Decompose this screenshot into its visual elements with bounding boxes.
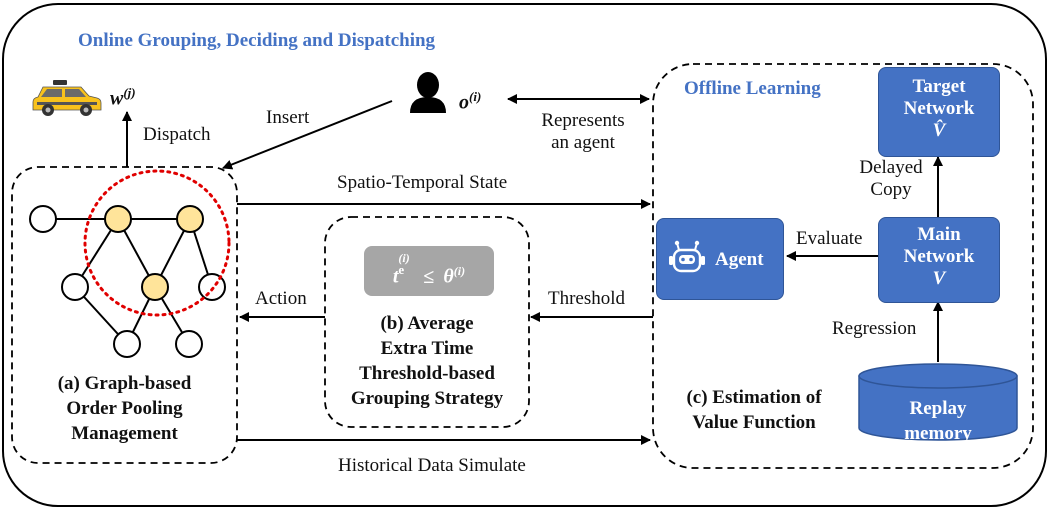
main-line-1: Main xyxy=(917,224,961,245)
online-section-title: Online Grouping, Deciding and Dispatchin… xyxy=(78,30,436,51)
formula-operator: ≤ xyxy=(423,265,435,288)
represents-label: Represents an agent xyxy=(528,110,638,154)
formula-theta: θ xyxy=(443,265,454,288)
module-b-line-4: Grouping Strategy xyxy=(350,388,504,409)
offline-frame xyxy=(652,63,1034,469)
module-a-frame xyxy=(11,166,238,464)
module-a-line-1: (a) Graph-based xyxy=(57,373,192,394)
insert-arrow xyxy=(222,100,393,170)
module-a-line-3: Management xyxy=(71,423,178,444)
threshold-formula: t(i)e ≤ θ(i) xyxy=(364,246,494,296)
module-b-line-2: Extra Time xyxy=(380,338,474,359)
main-line-2: Network xyxy=(903,246,975,267)
replay-line-2: memory xyxy=(904,423,972,444)
main-network-box: Main Network V xyxy=(878,217,1000,303)
target-line-1: Target xyxy=(912,76,966,97)
offline-section-title: Offline Learning xyxy=(684,78,821,99)
graph-node xyxy=(61,273,89,301)
threshold-label: Threshold xyxy=(548,288,626,309)
historical-label: Historical Data Simulate xyxy=(338,455,526,476)
module-b-caption: (b) Average Extra Time Threshold-based G… xyxy=(325,311,529,411)
formula-t: t xyxy=(392,265,399,288)
module-b-frame xyxy=(324,216,530,428)
graph-node xyxy=(113,330,141,358)
module-a-line-2: Order Pooling xyxy=(66,398,183,419)
worker-superscript: (j) xyxy=(123,85,136,100)
pooling-circle xyxy=(83,169,231,317)
regression-label: Regression xyxy=(832,318,917,339)
graph-node xyxy=(198,273,226,301)
dispatch-label: Dispatch xyxy=(143,124,211,145)
formula-theta-sup: (i) xyxy=(453,264,466,278)
delayed-line-2: Copy xyxy=(870,179,912,200)
represents-line-2: an agent xyxy=(551,132,615,153)
insert-label: Insert xyxy=(266,107,310,128)
graph-node-highlighted xyxy=(141,273,169,301)
module-c-caption: (c) Estimation of Value Function xyxy=(664,385,844,435)
graph-node xyxy=(175,330,203,358)
evaluate-label: Evaluate xyxy=(796,228,863,249)
worker-symbol: w xyxy=(110,87,124,110)
taxi-icon xyxy=(32,80,102,116)
delayed-line-1: Delayed xyxy=(859,157,923,178)
target-line-2: Network xyxy=(903,98,975,119)
agent-label: Agent xyxy=(715,249,764,270)
target-var: V̂ xyxy=(932,120,946,141)
module-c-line-2: Value Function xyxy=(692,412,816,433)
graph-node-highlighted xyxy=(176,205,204,233)
robot-icon xyxy=(669,240,705,273)
represents-line-1: Represents xyxy=(541,110,625,131)
module-b-line-1: (b) Average xyxy=(380,313,474,334)
order-label: o(i) xyxy=(459,86,481,114)
delayed-copy-label: Delayed Copy xyxy=(846,157,936,201)
main-var: V xyxy=(932,268,946,289)
replay-line-1: Replay xyxy=(909,398,967,419)
replay-memory-label: Replay memory xyxy=(859,396,1017,446)
worker-label: w(j) xyxy=(110,82,136,110)
action-label: Action xyxy=(255,288,307,309)
graph-node xyxy=(29,205,57,233)
order-superscript: (i) xyxy=(469,89,482,104)
formula-t-sub: e xyxy=(398,261,405,277)
person-icon xyxy=(410,72,446,113)
agent-box: Agent xyxy=(656,218,784,300)
replay-memory-cylinder xyxy=(858,363,1018,441)
module-a-caption: (a) Graph-based Order Pooling Management xyxy=(12,371,237,446)
spatio-temporal-label: Spatio-Temporal State xyxy=(337,172,508,193)
order-symbol: o xyxy=(459,91,469,114)
formula-t-sup: (i) xyxy=(398,250,410,265)
module-b-line-3: Threshold-based xyxy=(359,363,495,384)
outer-frame xyxy=(2,3,1047,507)
target-network-box: Target Network V̂ xyxy=(878,67,1000,157)
module-c-line-1: (c) Estimation of xyxy=(686,387,822,408)
graph-node-highlighted xyxy=(104,205,132,233)
